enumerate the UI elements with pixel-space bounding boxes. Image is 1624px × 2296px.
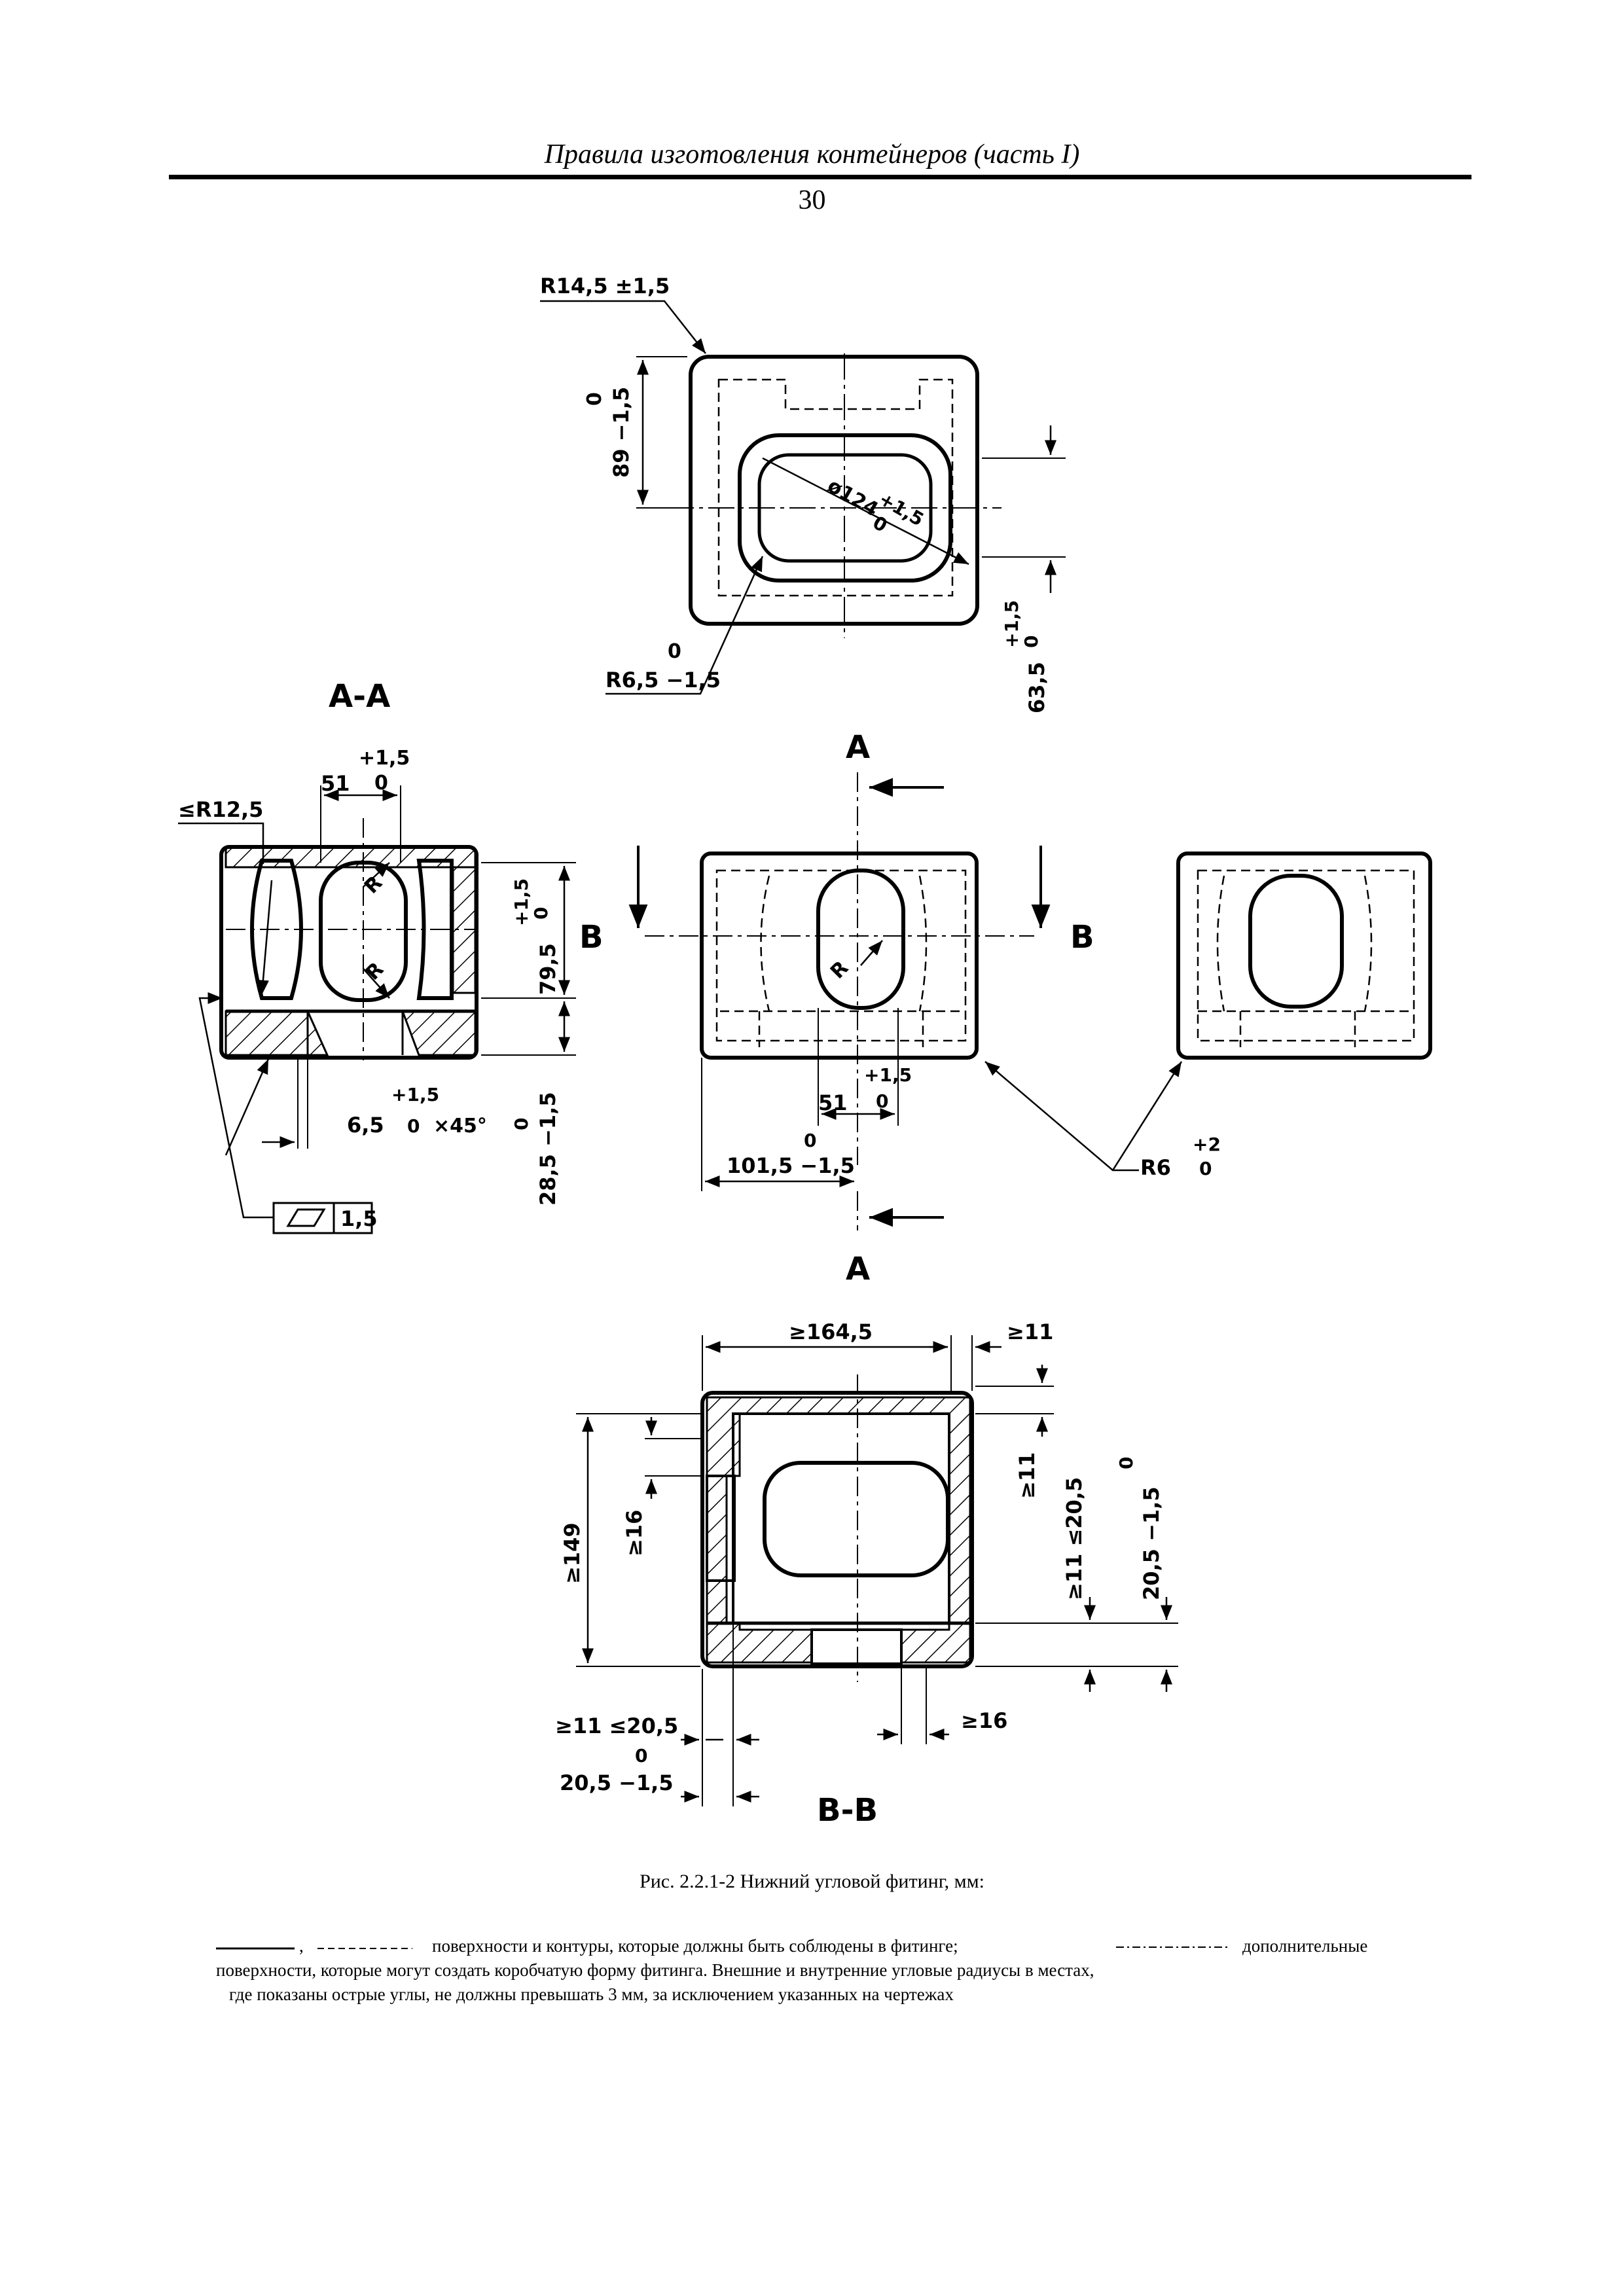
dim-79-5-up: +1,5 <box>511 878 532 926</box>
dim-front-51-low: 0 <box>876 1090 888 1112</box>
legend-line-2: поверхности, которые могут создать короб… <box>216 1960 1094 1980</box>
dim-bb-20-5-bottom-upper: 0 <box>635 1745 647 1767</box>
dim-bb-20-5-bottom: 20,5 −1,5 <box>560 1770 674 1795</box>
section-label-a-top: A <box>846 729 870 766</box>
r-label-aa-2: R <box>361 958 388 985</box>
legend-text-a: поверхности и контуры, которые должны бы… <box>432 1936 958 1956</box>
dim-101-5: 101,5 −1,5 <box>727 1153 855 1178</box>
dim-63-5-tol-low: 0 <box>1020 636 1042 648</box>
legend-line-3: где показаны острые углы, не должны прев… <box>229 1984 954 2004</box>
side-view <box>1176 852 1432 1060</box>
dim-r6: R6 <box>1140 1155 1171 1180</box>
dim-aa-51-up: +1,5 <box>359 747 410 770</box>
top-view-hidden-contour <box>717 378 954 597</box>
page-number: 30 <box>798 185 826 215</box>
top-view <box>540 300 1066 695</box>
dim-89: 89 −1,5 <box>609 387 634 478</box>
dim-6-5: 6,5 <box>347 1113 384 1138</box>
header-rule <box>169 175 1471 179</box>
dim-bb-11-20-5-bottom: ≥11 ≤20,5 <box>555 1713 678 1738</box>
dim-6-5-up: +1,5 <box>391 1084 439 1105</box>
dim-bb-11-right: ≥11 <box>1015 1452 1039 1499</box>
section-aa-title: A-A <box>329 678 390 715</box>
legend-separator: , <box>299 1936 304 1956</box>
dim-79-5-low: 0 <box>530 907 552 920</box>
dim-164-5: ≥164,5 <box>789 1319 873 1344</box>
dim-bb-11-top: ≥11 <box>1007 1319 1053 1344</box>
dim-bb-20-5-right: 20,5 −1,5 <box>1139 1486 1164 1600</box>
dim-149: ≥149 <box>560 1522 585 1584</box>
section-aa-view <box>178 785 576 1234</box>
dim-89-upper: 0 <box>583 392 606 406</box>
dim-bb-16-bottom: ≥16 <box>961 1708 1007 1733</box>
technical-drawing: R14,5 ±1,5 0 89 −1,5 ø124 +1,5 0 0 R6,5 … <box>178 274 1432 1829</box>
flatness-icon <box>286 1208 326 1227</box>
dim-r12-5: ≤R12,5 <box>178 797 263 822</box>
dim-63-5: 63,5 <box>1024 662 1049 713</box>
dim-63-5-tol-up: +1,5 <box>1001 600 1022 648</box>
dim-front-51: 51 <box>818 1090 848 1115</box>
side-view-outline <box>1176 852 1432 1060</box>
dash-dot-line-sample <box>1116 1946 1231 1948</box>
section-label-b-left: B <box>579 919 604 956</box>
section-label-b-right: B <box>1070 919 1094 956</box>
dim-r6-low: 0 <box>1199 1158 1212 1179</box>
front-view <box>628 772 1183 1230</box>
r-label-aa-1: R <box>360 872 387 899</box>
legend-line-1 <box>216 1934 569 1958</box>
dim-28-5-upper: 0 <box>511 1118 532 1130</box>
dim-bb-11-20-5-right: ≥11 ≤20,5 <box>1062 1477 1087 1600</box>
dim-r6-5-upper: 0 <box>668 640 681 663</box>
dim-bb-20-5-right-upper: 0 <box>1115 1457 1137 1469</box>
dim-101-5-upper: 0 <box>804 1130 816 1151</box>
dim-chamfer: ×45° <box>433 1115 487 1138</box>
section-bb-title: B-B <box>817 1792 878 1829</box>
top-view-outline <box>689 355 979 626</box>
dim-28-5: 28,5 −1,5 <box>535 1092 560 1206</box>
section-label-a-bottom: A <box>846 1251 870 1287</box>
side-view-oval <box>1248 874 1344 1009</box>
legend-line-samples <box>216 1947 412 1950</box>
dim-r6-up: +2 <box>1193 1134 1221 1155</box>
dim-front-51-up: +1,5 <box>864 1064 912 1086</box>
section-bb-view <box>576 1335 1178 1806</box>
section-bb-outline <box>700 1391 974 1668</box>
front-view-oval <box>816 869 905 1010</box>
figure-caption: Рис. 2.2.1-2 Нижний угловой фитинг, мм: <box>640 1871 984 1892</box>
phi-leader <box>762 457 969 565</box>
dim-aa-51-low: 0 <box>374 772 388 795</box>
dim-r14-5: R14,5 ±1,5 <box>540 274 670 298</box>
dim-aa-51: 51 <box>321 771 350 796</box>
section-aa-outline <box>219 845 478 1060</box>
dim-6-5-low: 0 <box>407 1115 420 1137</box>
dim-r6-5: R6,5 −1,5 <box>605 668 721 692</box>
dim-79-5: 79,5 <box>535 943 560 995</box>
flatness-frame <box>272 1202 373 1234</box>
dim-bb-16-left: ≥16 <box>622 1510 647 1556</box>
front-view-outline <box>700 852 979 1060</box>
section-bb-oval <box>763 1461 950 1577</box>
legend-text-b: дополнительные <box>1242 1936 1368 1956</box>
flatness-value: 1,5 <box>340 1206 378 1231</box>
document-header-title: Правила изготовления контейнеров (часть … <box>544 139 1080 170</box>
r-label-front: R <box>826 957 853 984</box>
dim-phi-124: ø124 <box>823 475 882 522</box>
